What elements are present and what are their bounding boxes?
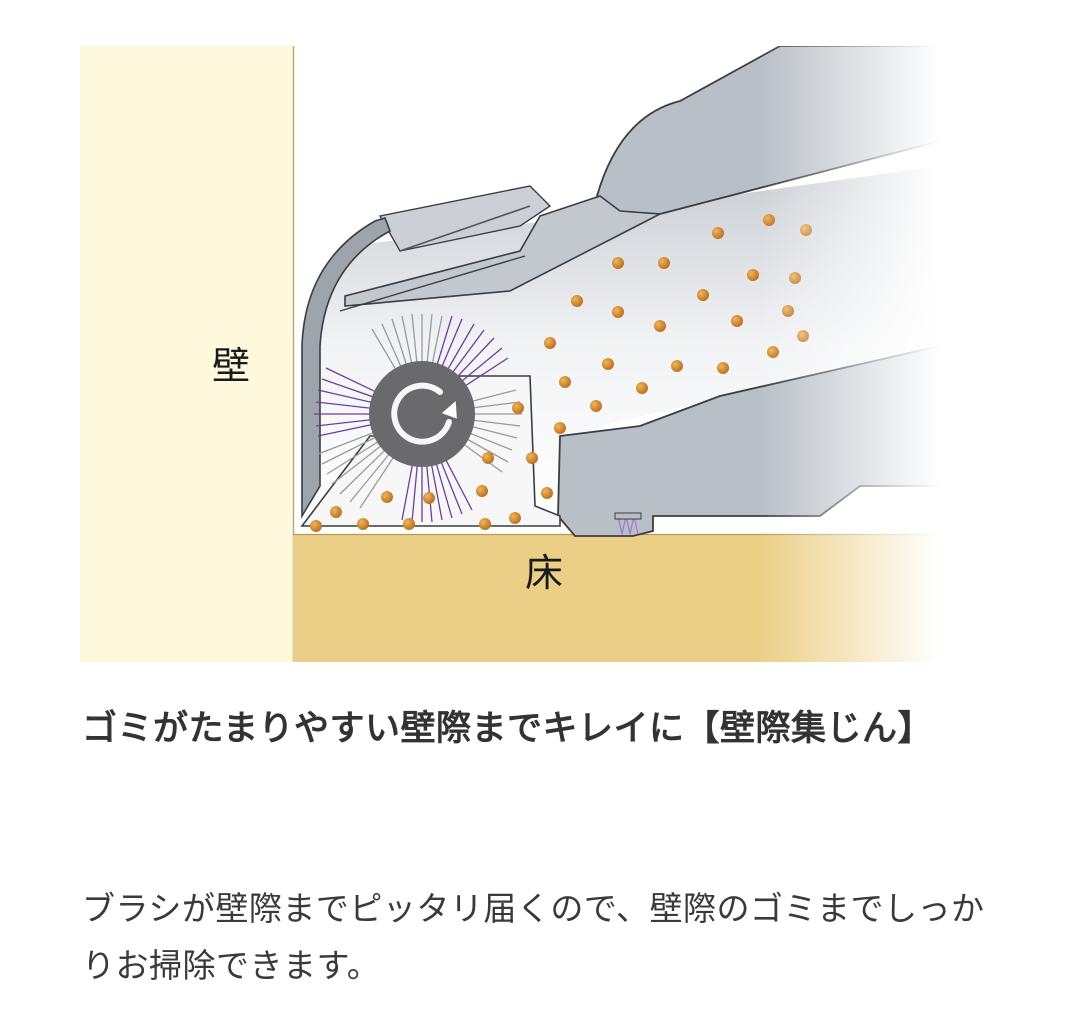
floor-label: 床: [525, 551, 564, 595]
illustration-svg: [80, 46, 940, 662]
feature-title: ゴミがたまりやすい壁際までキレイに【壁際集じん】: [82, 709, 933, 749]
feature-description: ブラシが壁際までピッタリ届くので、壁際のゴミまでしっかりお掃除できます。: [82, 889, 985, 985]
wall-label: 壁: [212, 344, 251, 388]
wall: [80, 46, 293, 662]
wall-edge-cleaning-illustration: 壁 床: [80, 46, 940, 662]
